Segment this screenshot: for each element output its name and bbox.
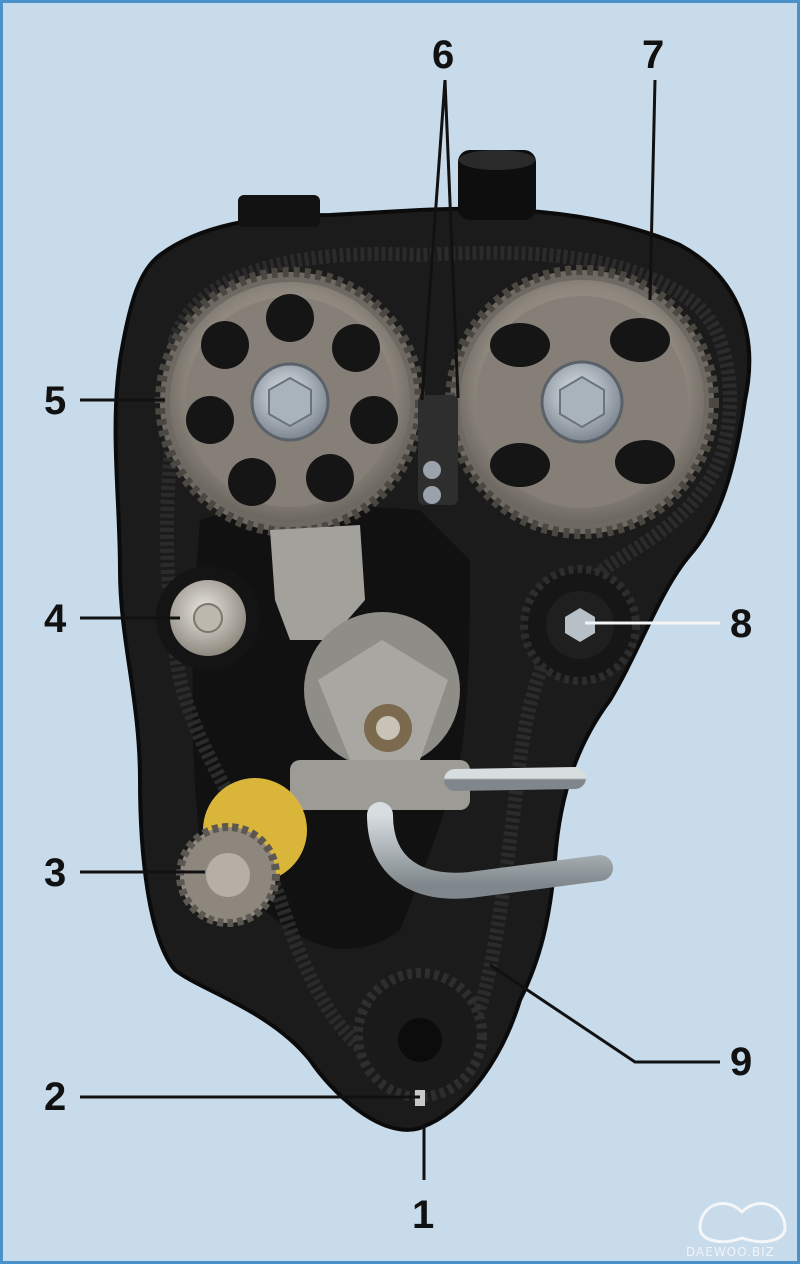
crankshaft-gear: [353, 968, 487, 1106]
callout-3: 3: [44, 851, 66, 895]
idler-pulley: [520, 565, 640, 685]
callout-5: 5: [44, 379, 66, 423]
camshaft-gear-left: [155, 267, 425, 537]
coolant-pipe: [367, 767, 613, 899]
timing-belt: [160, 245, 737, 1074]
oil-pump-gear: [176, 778, 307, 927]
leader-6a: [420, 79, 447, 401]
callout-labels: 5 6 7 4 8 3 9 2 1: [44, 33, 752, 1237]
callout-6: 6: [432, 33, 454, 77]
leader-lines: [80, 79, 720, 1180]
daewoo-logo-icon: [698, 1201, 787, 1244]
callout-1: 1: [412, 1193, 434, 1237]
callout-8: 8: [730, 602, 752, 646]
watermark-text: DAEWOO.BIZ: [686, 1245, 775, 1259]
callout-4: 4: [44, 597, 67, 641]
leader-9: [489, 963, 720, 1064]
callout-2: 2: [44, 1075, 66, 1119]
water-pump: [270, 525, 470, 810]
sensor-bracket: [418, 395, 458, 505]
daewoo-watermark: DAEWOO.BIZ: [686, 1201, 787, 1259]
leader-7: [648, 79, 657, 301]
camshaft-gear-right: [445, 265, 719, 539]
leader-6b: [443, 79, 460, 399]
callout-7: 7: [642, 33, 664, 77]
tensioner-pulley: [156, 566, 260, 670]
callout-9: 9: [730, 1040, 752, 1084]
